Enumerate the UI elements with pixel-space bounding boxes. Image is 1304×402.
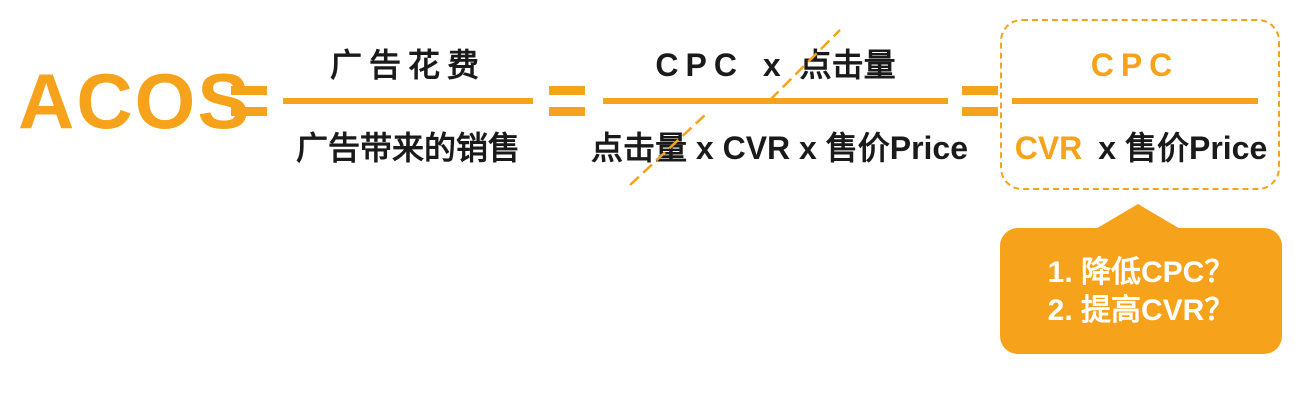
callout-box: 1. 降低CPC？ 2. 提高CVR？ [1000, 228, 1282, 354]
callout-line-1: 1. 降低CPC？ [1047, 256, 1235, 289]
fraction2-line [603, 98, 948, 104]
fraction2-den-rest: x CVR x 售价Price [687, 130, 969, 166]
fraction2-num-times: x [762, 47, 781, 83]
cancel-strike-numerator [769, 29, 841, 101]
callout-line-2: 2. 提高CVR？ [1047, 294, 1235, 327]
equals-sign-1 [231, 86, 267, 116]
fraction3-den-rest: x 售价Price [1098, 130, 1268, 166]
fraction1-line [283, 98, 533, 104]
fraction2-denominator: 点击量 x CVR x 售价Price [591, 132, 968, 164]
equals-sign-2 [549, 86, 585, 116]
fraction1-denominator: 广告带来的销售 [295, 130, 520, 166]
cancel-strike-denominator [629, 114, 706, 186]
fraction3-den-cvr: CVR [1014, 130, 1083, 166]
acos-label: ACOS [18, 57, 252, 145]
cancel-strikes [629, 29, 841, 186]
result-highlight-box [1000, 19, 1280, 190]
fraction3-denominator: CVR x 售价Price [1012, 132, 1270, 164]
fraction2-numerator: CPC x 点击量 [603, 49, 948, 81]
callout-arrow [1094, 204, 1182, 230]
fraction3-line [1012, 98, 1258, 104]
fraction1-numerator: 广告花费 [329, 47, 486, 83]
fraction2-num-cpc: CPC [655, 47, 744, 83]
equals-sign-3 [962, 86, 998, 116]
fraction3-numerator: CPC [1090, 47, 1180, 83]
